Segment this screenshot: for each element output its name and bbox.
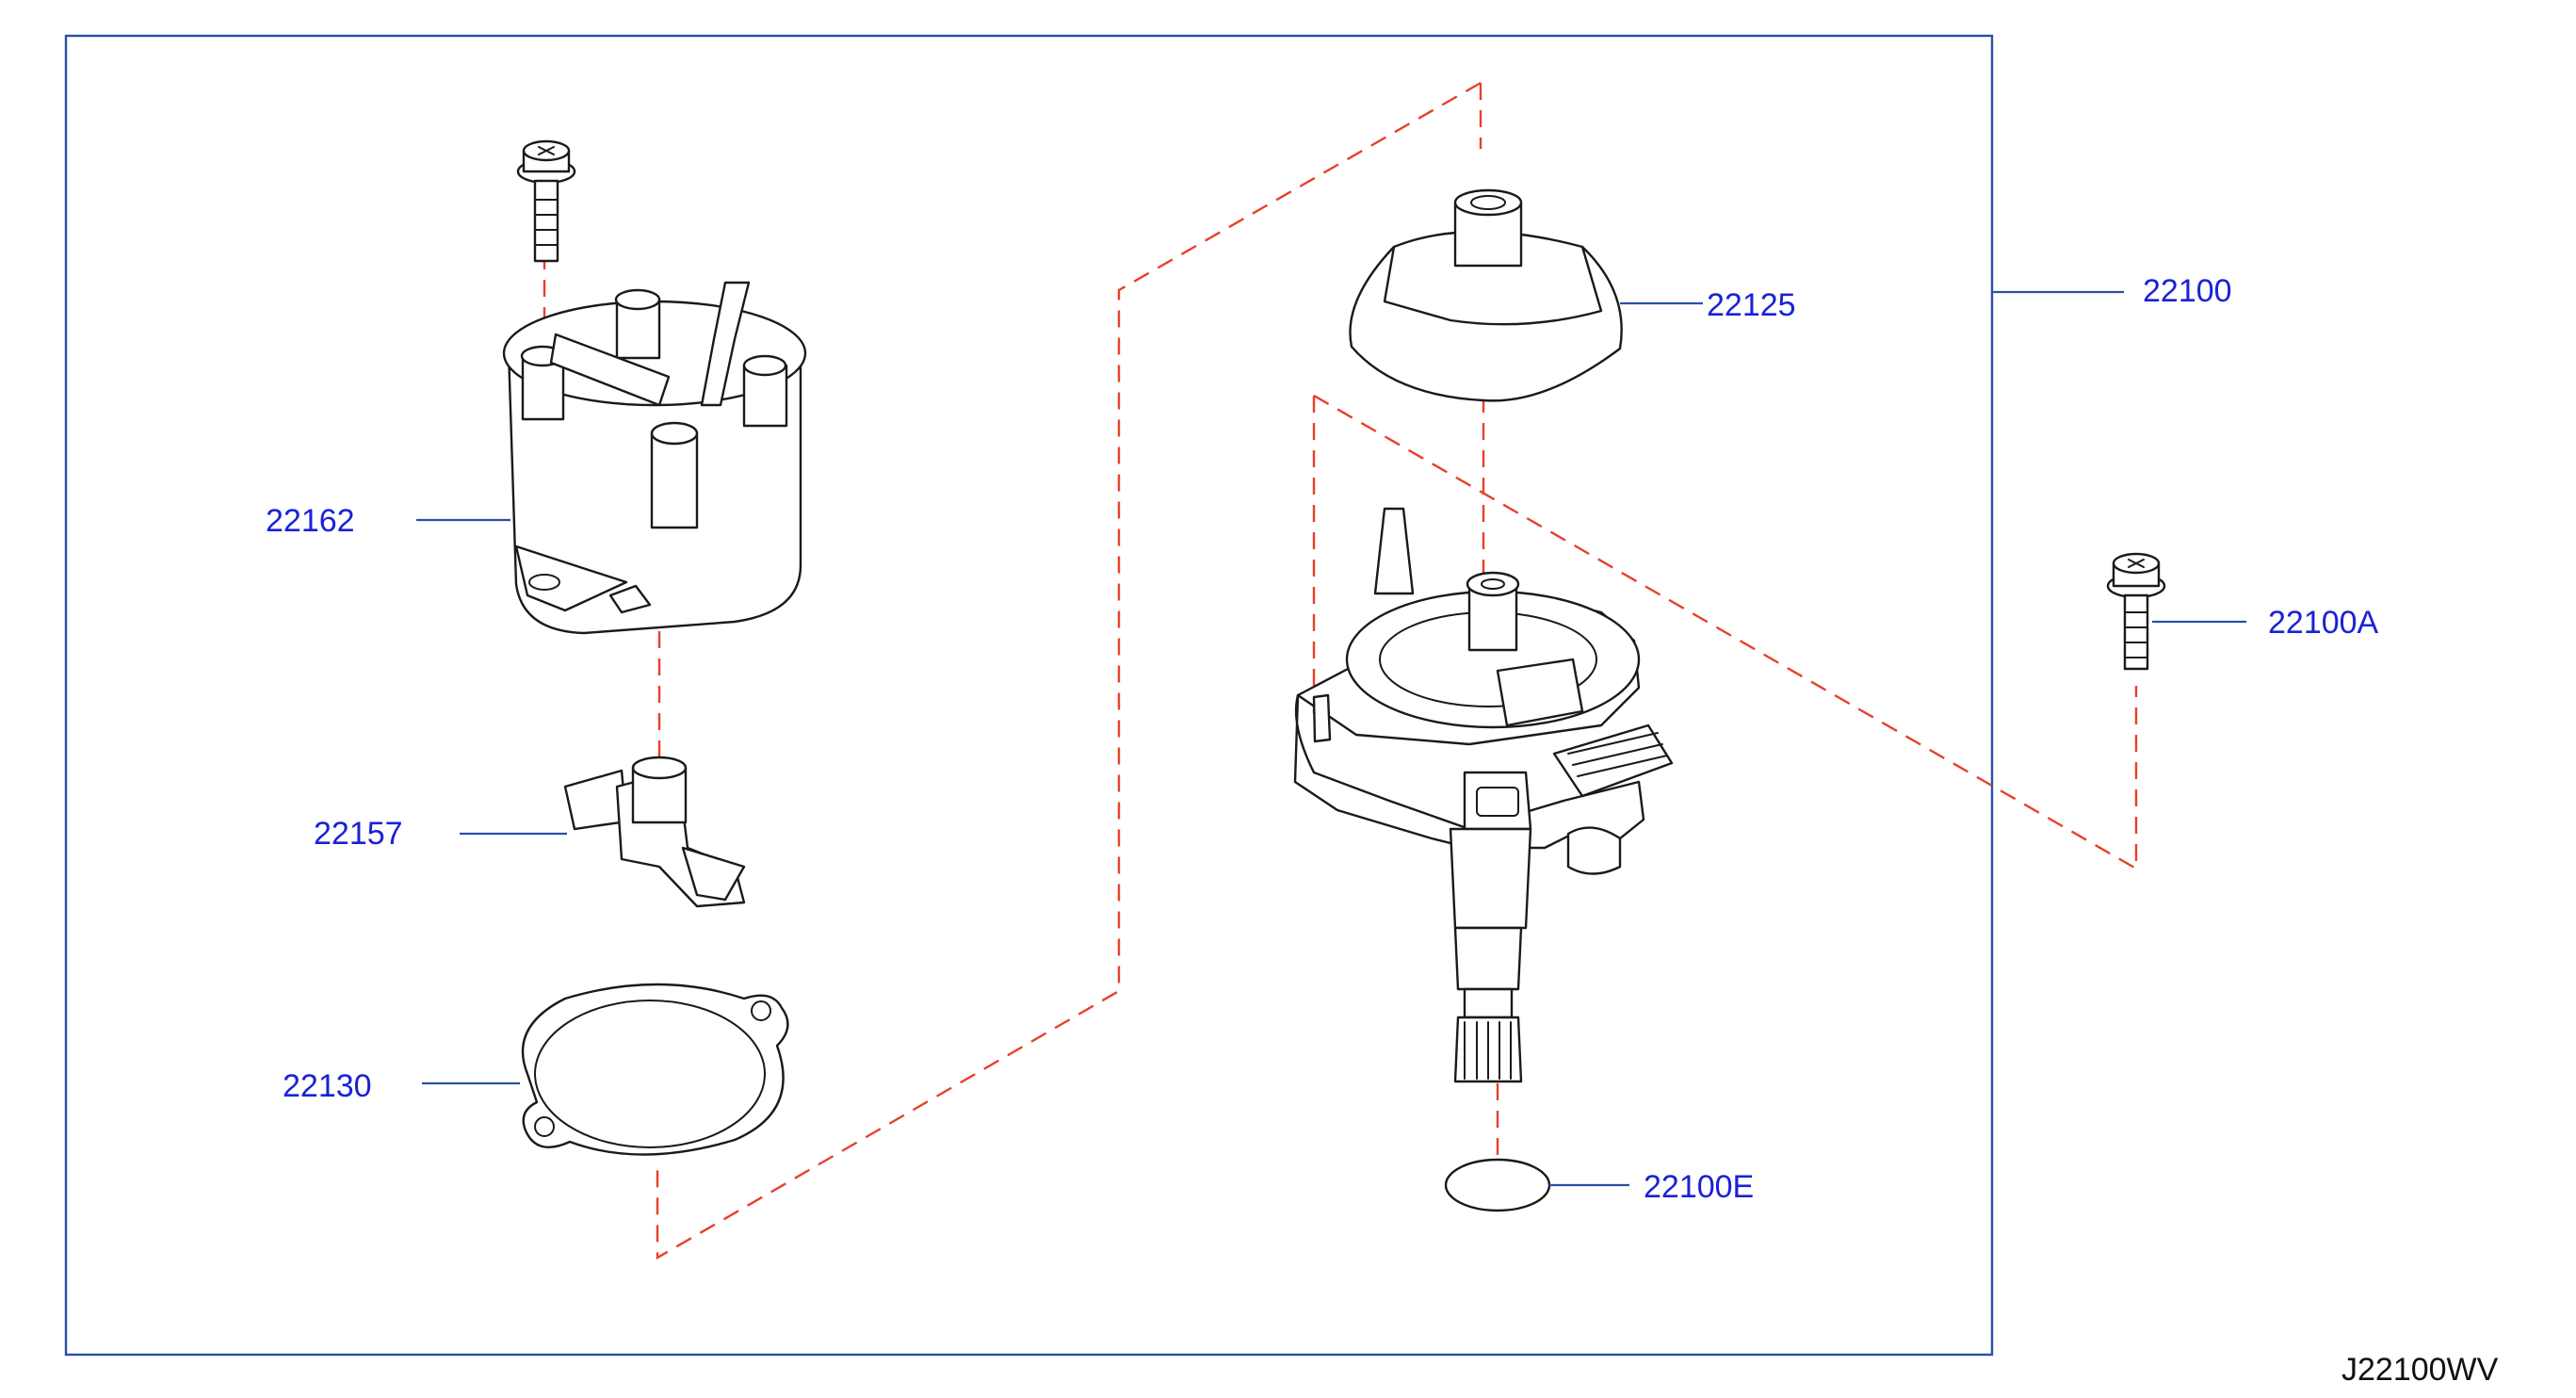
part-label-22100E[interactable]: 22100E bbox=[1644, 1169, 1755, 1205]
assembly-frame bbox=[64, 34, 1994, 1357]
distributor-assembly bbox=[1293, 507, 1674, 1083]
distributor-cap bbox=[502, 281, 807, 635]
distributor-rotor bbox=[563, 756, 746, 908]
bolt-mounting bbox=[2106, 552, 2166, 671]
part-label-22100[interactable]: 22100 bbox=[2143, 273, 2232, 309]
bolt-cap-screw bbox=[516, 139, 576, 263]
o-ring bbox=[1444, 1158, 1551, 1212]
diagram-code: J22100WV bbox=[2341, 1352, 2499, 1388]
leader-lines bbox=[416, 290, 2246, 1187]
gasket bbox=[521, 983, 789, 1156]
part-label-22130[interactable]: 22130 bbox=[283, 1068, 372, 1104]
part-label-22157[interactable]: 22157 bbox=[314, 816, 403, 852]
part-label-22162[interactable]: 22162 bbox=[266, 503, 355, 539]
dust-cover bbox=[1349, 188, 1623, 402]
part-label-22125[interactable]: 22125 bbox=[1707, 287, 1796, 323]
part-label-22100A[interactable]: 22100A bbox=[2268, 605, 2379, 641]
